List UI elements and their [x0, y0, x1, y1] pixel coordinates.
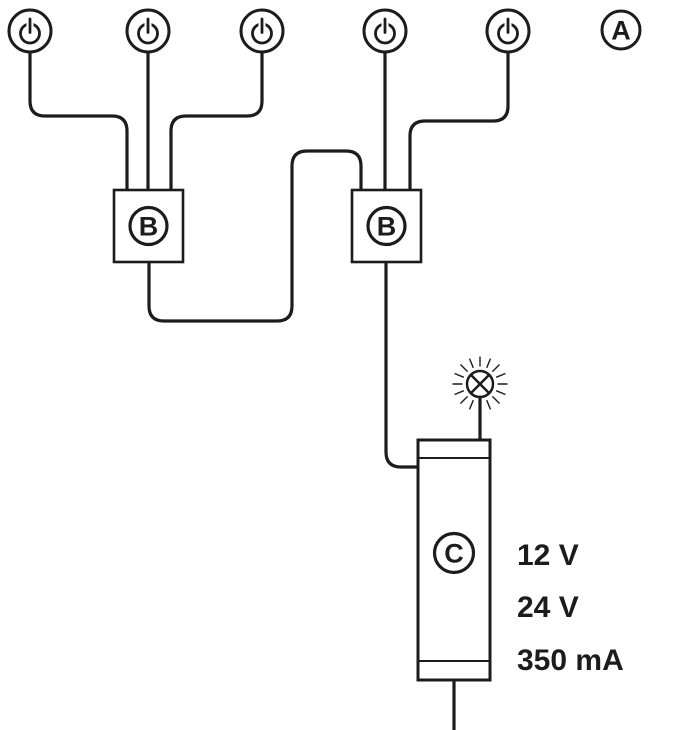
spec-voltage-12v: 12 V [517, 539, 579, 572]
lamp-cross [469, 373, 491, 395]
lamp-icon [452, 356, 508, 412]
spec-current-350ma: 350 mA [517, 644, 624, 677]
power-button-icon [362, 8, 408, 54]
wire-switch1-to-box1 [28, 52, 129, 190]
wire-switch5-to-box2 [408, 52, 510, 190]
lamp-rays [452, 356, 508, 412]
driver-c-label: C [444, 539, 464, 569]
wire-box1-to-box2 [147, 149, 363, 323]
switch-box-b1-label: B [139, 212, 159, 242]
spec-voltage-24v: 24 V [517, 591, 579, 624]
power-button-icon [239, 8, 285, 54]
switch-box-body [350, 188, 423, 264]
wire-switch3-to-box1 [169, 52, 264, 190]
switch-box-b2-circle [366, 205, 407, 247]
callout-a: A [600, 9, 642, 51]
driver-c-circle [432, 531, 476, 575]
switch-box-b2: B [350, 188, 423, 264]
wire-box2-to-driver [384, 262, 418, 469]
driver-unit-c: C [416, 438, 492, 682]
callout-a-circle [600, 9, 642, 51]
power-button-icon [485, 8, 531, 54]
switch-box-b1-circle [128, 205, 169, 247]
wires [28, 52, 510, 730]
spec-list: 12 V 24 V 350 mA [517, 539, 624, 677]
switch-box-body [112, 188, 185, 264]
switch-box-b2-label: B [377, 212, 397, 242]
power-button-icon [7, 8, 53, 54]
power-button-icon [125, 8, 171, 54]
callout-a-label: A [611, 16, 631, 46]
switch-box-b1: B [112, 188, 185, 264]
driver-body [416, 438, 492, 682]
